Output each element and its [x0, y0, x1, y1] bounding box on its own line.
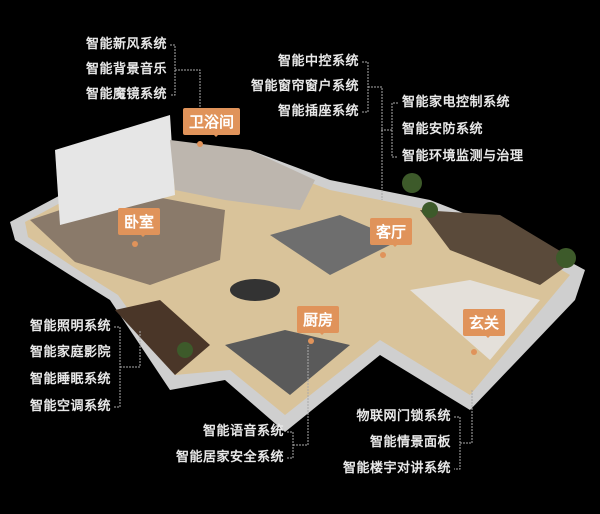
room-tag-bedroom: 卧室 — [118, 208, 161, 237]
kitchen-pin — [308, 338, 314, 344]
system-label: 智能楼宇对讲系统 — [342, 461, 451, 476]
system-label: 物联网门锁系统 — [356, 409, 451, 424]
living-room-pin — [380, 252, 386, 258]
plant — [556, 248, 576, 268]
system-label: 智能语音系统 — [202, 424, 284, 439]
system-label: 智能魔镜系统 — [85, 87, 167, 102]
system-label: 智能中控系统 — [277, 54, 359, 69]
bathroom-pin — [197, 141, 203, 147]
room-tag-entrance: 玄关 — [463, 309, 506, 338]
bathroom-area — [170, 140, 315, 210]
system-label: 智能环境监测与治理 — [402, 149, 524, 164]
system-label: 智能居家安全系统 — [175, 450, 284, 465]
system-label: 智能安防系统 — [402, 122, 484, 137]
system-label: 智能照明系统 — [29, 319, 111, 334]
room-tag-living-room: 客厅 — [370, 218, 413, 247]
system-label: 智能空调系统 — [29, 399, 111, 414]
terrace — [420, 210, 575, 285]
kitchen-counter — [225, 330, 350, 395]
system-label: 智能家电控制系统 — [402, 95, 511, 110]
dining-table — [230, 279, 280, 301]
system-label: 智能家庭影院 — [29, 345, 111, 360]
bedroom-pin — [132, 241, 138, 247]
connector-lines — [114, 44, 473, 470]
plant — [422, 202, 438, 218]
system-label: 智能情景面板 — [369, 435, 451, 450]
room-tag-kitchen: 厨房 — [297, 306, 340, 335]
system-label: 智能窗帘窗户系统 — [250, 79, 359, 94]
system-label: 智能睡眠系统 — [29, 372, 111, 387]
plant — [177, 342, 193, 358]
system-label: 智能背景音乐 — [85, 62, 167, 77]
plant — [402, 173, 422, 193]
room-tag-bathroom: 卫浴间 — [183, 108, 241, 137]
back-wall — [55, 115, 175, 225]
system-label: 智能插座系统 — [277, 104, 359, 119]
living-rug — [270, 215, 400, 275]
entrance-pin — [471, 349, 477, 355]
system-label: 智能新风系统 — [85, 37, 167, 52]
